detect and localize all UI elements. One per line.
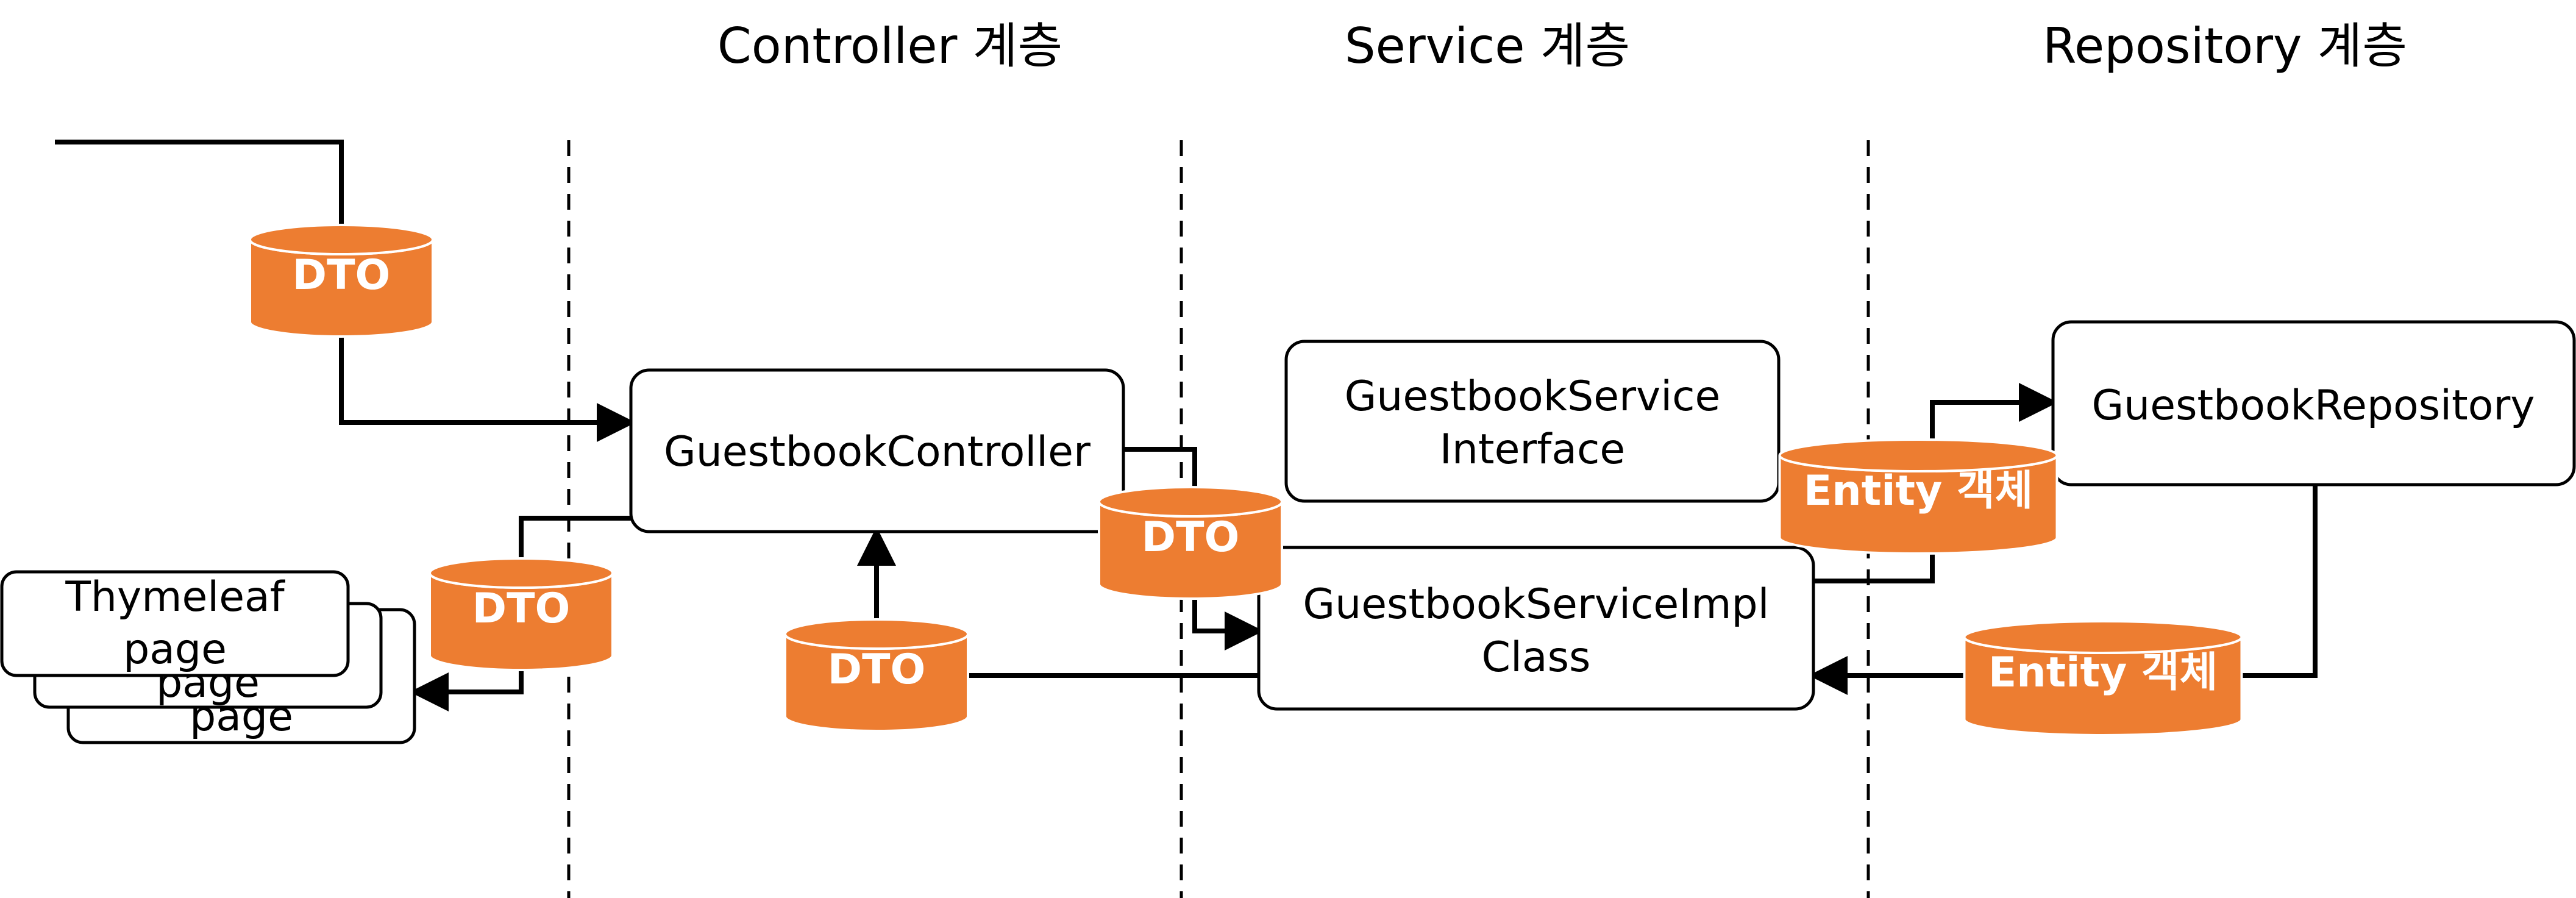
guestbook-controller-box: GuestbookController bbox=[629, 368, 1125, 533]
thymeleaf-page-front-label: page bbox=[123, 625, 227, 674]
guestbook-controller-label: GuestbookController bbox=[664, 428, 1091, 476]
dto-cylinder-controller-label: DTO bbox=[828, 646, 926, 694]
thymeleaf-page-stack: page page Thymeleaf page bbox=[0, 570, 416, 744]
guestbook-repository-label: GuestbookRepository bbox=[2091, 382, 2535, 430]
dto-cylinder-response: DTO bbox=[429, 557, 614, 671]
guestbook-service-impl-line2: Class bbox=[1482, 633, 1591, 682]
guestbook-service-interface-box: GuestbookService Interface bbox=[1284, 340, 1781, 503]
layer-title-controller: Controller 계층 bbox=[717, 18, 1062, 74]
data-object-cylinders: DTO DTO DTO DTO Entity 객체 Entity 객체 bbox=[249, 224, 2243, 736]
dto-cylinder-request-label: DTO bbox=[293, 251, 391, 299]
guestbook-service-interface-line1: GuestbookService bbox=[1345, 372, 1721, 421]
entity-cylinder-to-repo: Entity 객체 bbox=[1778, 438, 2058, 555]
guestbook-service-interface-line2: Interface bbox=[1440, 426, 1625, 474]
dto-cylinder-service-label: DTO bbox=[1142, 513, 1240, 561]
dto-cylinder-request: DTO bbox=[249, 224, 434, 338]
guestbook-service-impl-line1: GuestbookServiceImpl bbox=[1303, 580, 1769, 629]
layer-title-service: Service 계층 bbox=[1345, 18, 1630, 74]
entity-cylinder-from-repo-label: Entity 객체 bbox=[1988, 649, 2218, 697]
dto-cylinder-service: DTO bbox=[1098, 486, 1283, 600]
dto-cylinder-controller: DTO bbox=[784, 618, 969, 732]
entity-cylinder-to-repo-label: Entity 객체 bbox=[1804, 467, 2033, 515]
entity-cylinder-from-repo: Entity 객체 bbox=[1963, 620, 2243, 736]
guestbook-repository-box: GuestbookRepository bbox=[2051, 320, 2576, 486]
dto-cylinder-response-label: DTO bbox=[472, 585, 571, 633]
guestbook-service-impl-box: GuestbookServiceImpl Class bbox=[1257, 546, 1815, 711]
layer-title-repository: Repository 계층 bbox=[2043, 18, 2407, 74]
thymeleaf-page-title: Thymeleaf bbox=[65, 573, 285, 621]
